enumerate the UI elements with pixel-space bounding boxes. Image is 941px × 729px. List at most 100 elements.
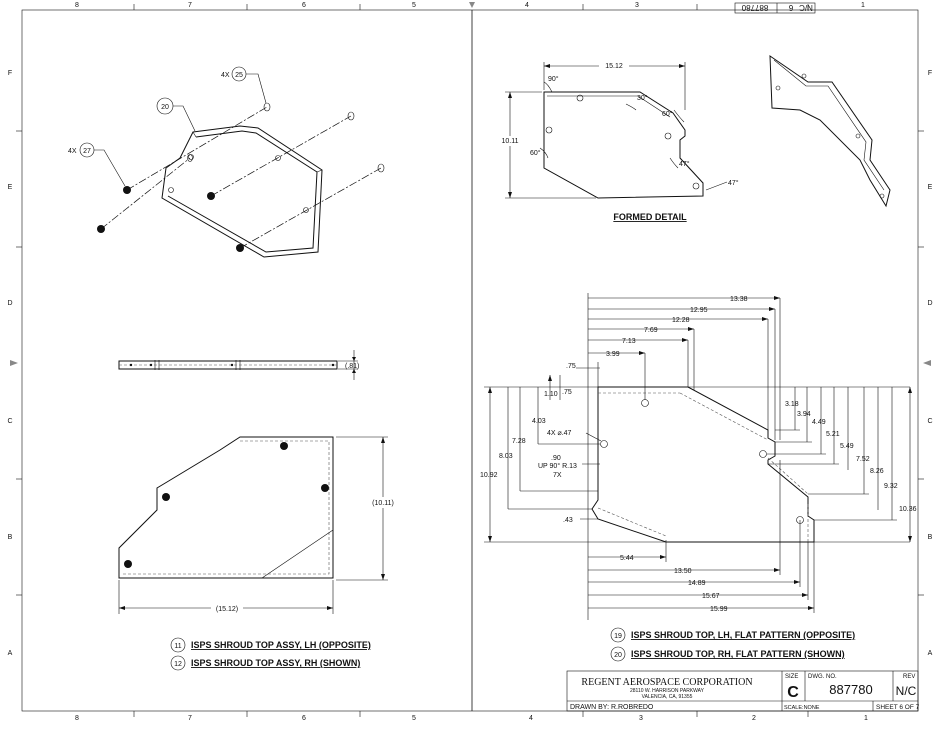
flat-bottom-dims: .43 5.44 13.50 14.89 15.67 15.99 <box>563 460 815 613</box>
iso-washers-icon <box>187 102 385 173</box>
flat-holes <box>600 399 804 524</box>
zone-top-8: 8 <box>75 2 79 9</box>
zone-labels-bottom: 8 7 6 5 4 3 2 1 <box>75 715 868 722</box>
formed-detail-view: 15.12 10.11 90° 30° 60° 60° 47° 47° FORM… <box>498 61 739 222</box>
flat-bottom-dim: 15.99 <box>710 606 728 613</box>
plan-outline <box>118 436 334 579</box>
title-drawn-by: DRAWN BY: R.ROBREDO <box>570 704 654 711</box>
iso-shroud-outline <box>161 125 323 258</box>
corner-stamp-dwg: 887780 <box>741 3 768 12</box>
flat-top-dim: 7.69 <box>644 327 658 334</box>
center-arrow-right-icon <box>923 360 931 366</box>
flat-left-dim: 4.03 <box>532 418 546 425</box>
plan-height-dim: (10.11) <box>372 500 394 507</box>
zone-top-1: 1 <box>861 2 865 9</box>
balloon-25: 4X 25 <box>221 66 267 104</box>
svg-text:ISPS SHROUD TOP ASSY, LH (OPPO: ISPS SHROUD TOP ASSY, LH (OPPOSITE) <box>191 640 371 650</box>
zone-top-7: 7 <box>188 2 192 9</box>
angle-label: 47° <box>679 160 690 168</box>
zone-top-6: 6 <box>302 2 306 9</box>
svg-text:12: 12 <box>174 661 182 668</box>
iso-fastener-lines <box>100 106 382 249</box>
flat-bottom-dim: 5.44 <box>620 555 634 562</box>
zone-labels-top: 8 7 6 5 4 3 1 <box>75 2 865 9</box>
zone-bottom-5: 5 <box>412 715 416 722</box>
isometric-assembly-view: 4X 25 20 4X 27 <box>68 66 385 258</box>
formed-outline <box>543 91 704 199</box>
svg-text:4X: 4X <box>221 72 230 79</box>
zone-bottom-7: 7 <box>188 715 192 722</box>
title-company: REGENT AEROSPACE CORPORATION <box>581 677 752 688</box>
formed-width-dim: 15.12 <box>605 63 623 70</box>
zone-bottom-4: 4 <box>529 715 533 722</box>
flat-right-dim: 5.49 <box>840 443 854 450</box>
center-arrow-left-icon <box>10 360 18 366</box>
flat-top-dim: 12.28 <box>672 317 690 324</box>
svg-text:20: 20 <box>614 652 622 659</box>
angle-label: 90° <box>548 75 559 83</box>
formed-height-dim: 10.11 <box>502 138 519 145</box>
zone-right-c: C <box>927 418 932 425</box>
flat-top-dim: 13.38 <box>730 296 748 303</box>
corner-stamp: 887780 6 N/C <box>734 2 816 14</box>
title-scale: SCALE:NONE <box>784 705 820 711</box>
corner-stamp-rev: N/C <box>799 3 813 12</box>
title-dwg-no: 887780 <box>829 682 872 697</box>
svg-text:4X: 4X <box>68 148 77 155</box>
center-arrow-top-icon <box>469 2 475 8</box>
zone-left-f: F <box>8 70 12 77</box>
zone-labels-left: F E D C B A <box>7 70 12 657</box>
zone-left-a: A <box>8 650 13 657</box>
flat-right-dim: 3.94 <box>797 411 811 418</box>
flat-left-dim: 8.03 <box>499 453 513 460</box>
zone-bottom-6: 6 <box>302 715 306 722</box>
zone-bottom-3: 3 <box>639 715 643 722</box>
formed-iso-view <box>769 55 891 208</box>
iso-shroud-flange <box>167 130 318 253</box>
flat-right-dim: 10.36 <box>899 506 917 513</box>
flat-right-dim: 7.52 <box>856 456 870 463</box>
balloon-27: 4X 27 <box>68 142 126 187</box>
flat-right-dim: 3.18 <box>785 401 799 408</box>
balloon-20: 20 <box>156 97 196 132</box>
svg-text:20: 20 <box>161 104 169 111</box>
flat-right-dim: 9.32 <box>884 483 898 490</box>
title-dwg-label: DWG. NO. <box>808 674 837 680</box>
zone-right-b: B <box>928 534 933 541</box>
zone-left-c: C <box>7 418 12 425</box>
iso-screws-icon <box>97 186 244 252</box>
flat-small-dim: .75 <box>562 389 572 396</box>
sheet-border <box>21 9 919 712</box>
flat-bottom-dim: 13.50 <box>674 568 692 575</box>
flat-right-dim: 5.21 <box>826 431 840 438</box>
caption-item-20: 20 ISPS SHROUD TOP, RH, FLAT PATTERN (SH… <box>610 646 845 662</box>
formed-detail-caption: FORMED DETAIL <box>613 212 687 222</box>
caption-item-12: 12 ISPS SHROUD TOP ASSY, RH (SHOWN) <box>170 655 360 671</box>
plan-width-dim: (15.12) <box>216 606 238 613</box>
zone-bottom-2: 2 <box>752 715 756 722</box>
svg-text:27: 27 <box>83 148 91 155</box>
zone-labels-right: F E D C B A <box>927 70 932 657</box>
title-rev-label: REV <box>903 674 915 680</box>
svg-text:7X: 7X <box>553 472 562 479</box>
zone-left-d: D <box>7 300 12 307</box>
flat-outline <box>591 386 815 543</box>
flat-small-dim: 1.10 <box>544 391 558 398</box>
zone-right-e: E <box>928 184 933 191</box>
flat-bottom-dim: .43 <box>563 517 573 524</box>
svg-text:ISPS SHROUD TOP ASSY, RH (SHOW: ISPS SHROUD TOP ASSY, RH (SHOWN) <box>191 658 360 668</box>
zone-top-5: 5 <box>412 2 416 9</box>
svg-text:ISPS SHROUD TOP, LH, FLAT PATT: ISPS SHROUD TOP, LH, FLAT PATTERN (OPPOS… <box>631 630 855 640</box>
flat-bottom-dim: 14.89 <box>688 580 706 587</box>
flat-hole-note: 4X ⌀.47 <box>547 430 572 437</box>
angle-label: 60° <box>662 110 673 118</box>
zone-top-3: 3 <box>635 2 639 9</box>
flat-left-dims: 4.03 7.28 8.03 10.92 <box>480 387 600 542</box>
caption-item-19: 19 ISPS SHROUD TOP, LH, FLAT PATTERN (OP… <box>610 627 855 643</box>
title-address-2: VALENCIA, CA, 91355 <box>642 694 693 700</box>
zone-left-b: B <box>8 534 13 541</box>
title-block: REGENT AEROSPACE CORPORATION 28110 W. HA… <box>566 670 920 712</box>
zone-ticks <box>16 4 924 717</box>
zone-bottom-1: 1 <box>864 715 868 722</box>
svg-text:UP 90° R.13: UP 90° R.13 <box>538 462 577 470</box>
